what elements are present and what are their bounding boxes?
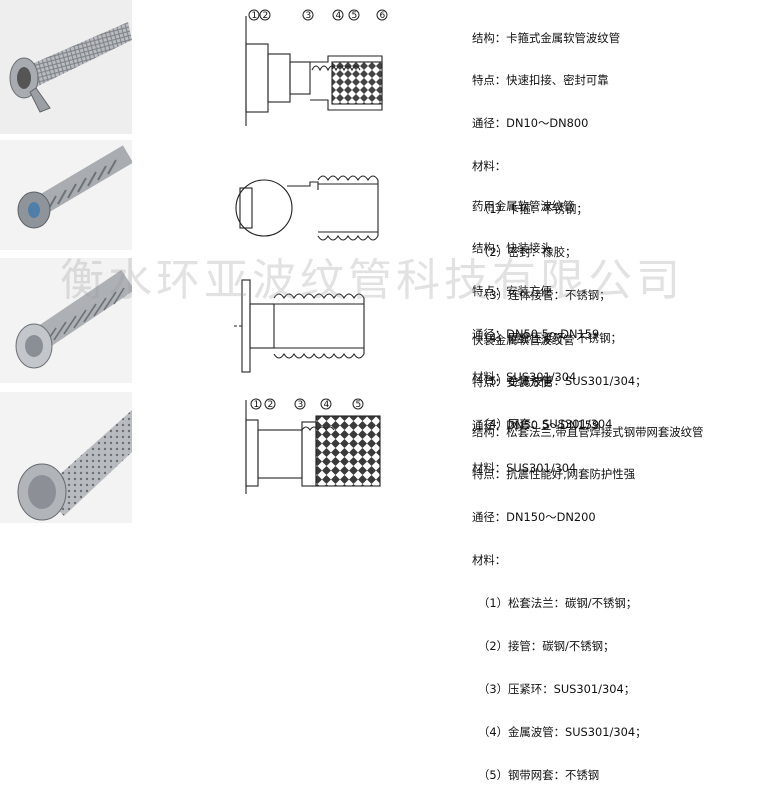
spec-line: 特点：快速扣接、密封可靠 <box>472 73 609 88</box>
spec-line: 材料：SUS301/304 <box>472 461 577 476</box>
spec-line: （5）金属波管：SUS301/304； <box>478 373 647 388</box>
callout-label: 2 <box>263 11 269 21</box>
callout-label: 6 <box>380 11 386 21</box>
spec-line: 材料： <box>472 159 507 174</box>
spec-line: （2）密封：橡胶； <box>478 245 577 260</box>
drawing-clamp-hose: 1 2 3 4 5 6 <box>245 9 388 126</box>
spec-line: 通径：DN50.5～DN159 <box>472 327 600 342</box>
callout-label: 1 <box>254 400 260 410</box>
callout-label: 4 <box>336 11 342 21</box>
spec-line: 材料： <box>472 553 507 568</box>
spec-line: 结构：快装接头 <box>472 241 552 256</box>
drawing-pharma-hose <box>235 175 379 241</box>
spec-line: 结构：卡箍式金属软管波纹管 <box>472 30 621 45</box>
spec-line: （5）钢带网套：不锈钢 <box>478 767 600 782</box>
spec-line: 特点：安装方便 <box>472 284 552 299</box>
drawing-quick-hose <box>234 279 365 373</box>
callout-label: 4 <box>324 400 330 410</box>
spec-line: 药用金属软管波纹管 <box>472 198 575 213</box>
callout-label: 5 <box>352 11 358 21</box>
spec-line: 通径：DN50.5～DN159 <box>472 418 600 433</box>
spec-line: （3）压紧环：SUS301/304； <box>478 681 636 696</box>
product-photo-pharma-hose <box>0 140 132 250</box>
spec-pharma-hose: 药用金属软管波纹管 结构：快装接头 特点：安装方便 通径：DN50.5～DN15… <box>472 170 599 399</box>
spec-line: 通径：DN150～DN200 <box>472 510 596 525</box>
callout-label: 2 <box>268 400 274 410</box>
spec-line: （4）金属波管：SUS301/304； <box>478 724 647 739</box>
spec-clamp-hose: 结构：卡箍式金属软管波纹管 特点：快速扣接、密封可靠 通径：DN10～DN800… <box>472 2 647 445</box>
spec-line: （2）接管：碳钢/不锈钢； <box>478 639 615 654</box>
callout-label: 5 <box>356 400 362 410</box>
callout-label: 3 <box>298 400 304 410</box>
spec-quick-hose: 快装金属软管波纹管 特点：安装方便 通径：DN50.5～DN159 材料：SUS… <box>472 304 599 490</box>
spec-flange-hose: 结构：松套法兰,带直管焊接式钢带网套波纹管 特点：抗震性能好,网套防护性强 通径… <box>472 396 703 796</box>
callout-label: 1 <box>252 11 258 21</box>
spec-line: （4）网套：SUS301/304 <box>478 416 613 431</box>
spec-line: 通径：DN10～DN800 <box>472 116 589 131</box>
spec-line: 特点：安装方便 <box>472 375 552 390</box>
spec-line: 快装金属软管波纹管 <box>472 332 575 347</box>
drawing-flange-hose: 1 2 3 4 5 <box>245 398 381 494</box>
spec-line: 结构：松套法兰,带直管焊接式钢带网套波纹管 <box>472 424 704 439</box>
spec-line: （1）松套法兰：碳钢/不锈钢； <box>478 596 638 611</box>
product-photo-quick-hose <box>0 258 132 383</box>
spec-line: 特点：抗震性能好,网套防护性强 <box>472 467 636 482</box>
callout-label: 3 <box>306 11 312 21</box>
product-photo-flange-hose <box>0 392 132 523</box>
spec-line: （1）卡箍：不锈钢； <box>478 202 588 217</box>
spec-line: （4）网套压紧环：不锈钢； <box>478 330 622 345</box>
spec-line: 材料：SUS301/304 <box>472 370 577 385</box>
spec-line: （3）连体接管：不锈钢； <box>478 287 611 302</box>
product-photo-clamp-hose <box>0 0 132 134</box>
